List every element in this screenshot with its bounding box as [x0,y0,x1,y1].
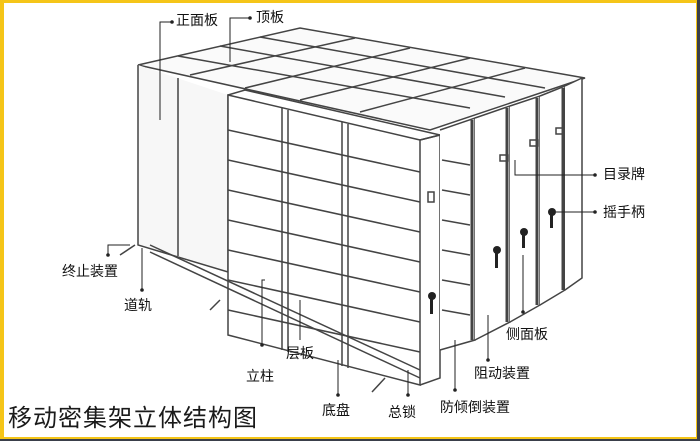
frame-shadow-bottom [0,439,700,441]
label-top-panel: 顶板 [256,10,284,26]
label-directory-plate: 目录牌 [603,167,645,183]
frame-shadow-right [697,0,700,441]
label-side-panel: 侧面板 [506,327,548,343]
label-anti-tip-device: 防倾倒装置 [440,400,510,416]
label-hand-crank: 摇手柄 [603,205,645,221]
label-front-panel: 正面板 [176,13,218,29]
label-end-stop: 终止装置 [62,264,118,280]
label-rail: 道轨 [124,298,152,314]
label-damping-device: 阻动装置 [474,366,530,382]
label-base: 底盘 [322,403,350,419]
label-master-lock: 总锁 [388,405,416,421]
label-shelf: 层板 [286,346,314,362]
label-upright: 立柱 [246,369,274,385]
diagram-title: 移动密集架立体结构图 [8,404,258,432]
